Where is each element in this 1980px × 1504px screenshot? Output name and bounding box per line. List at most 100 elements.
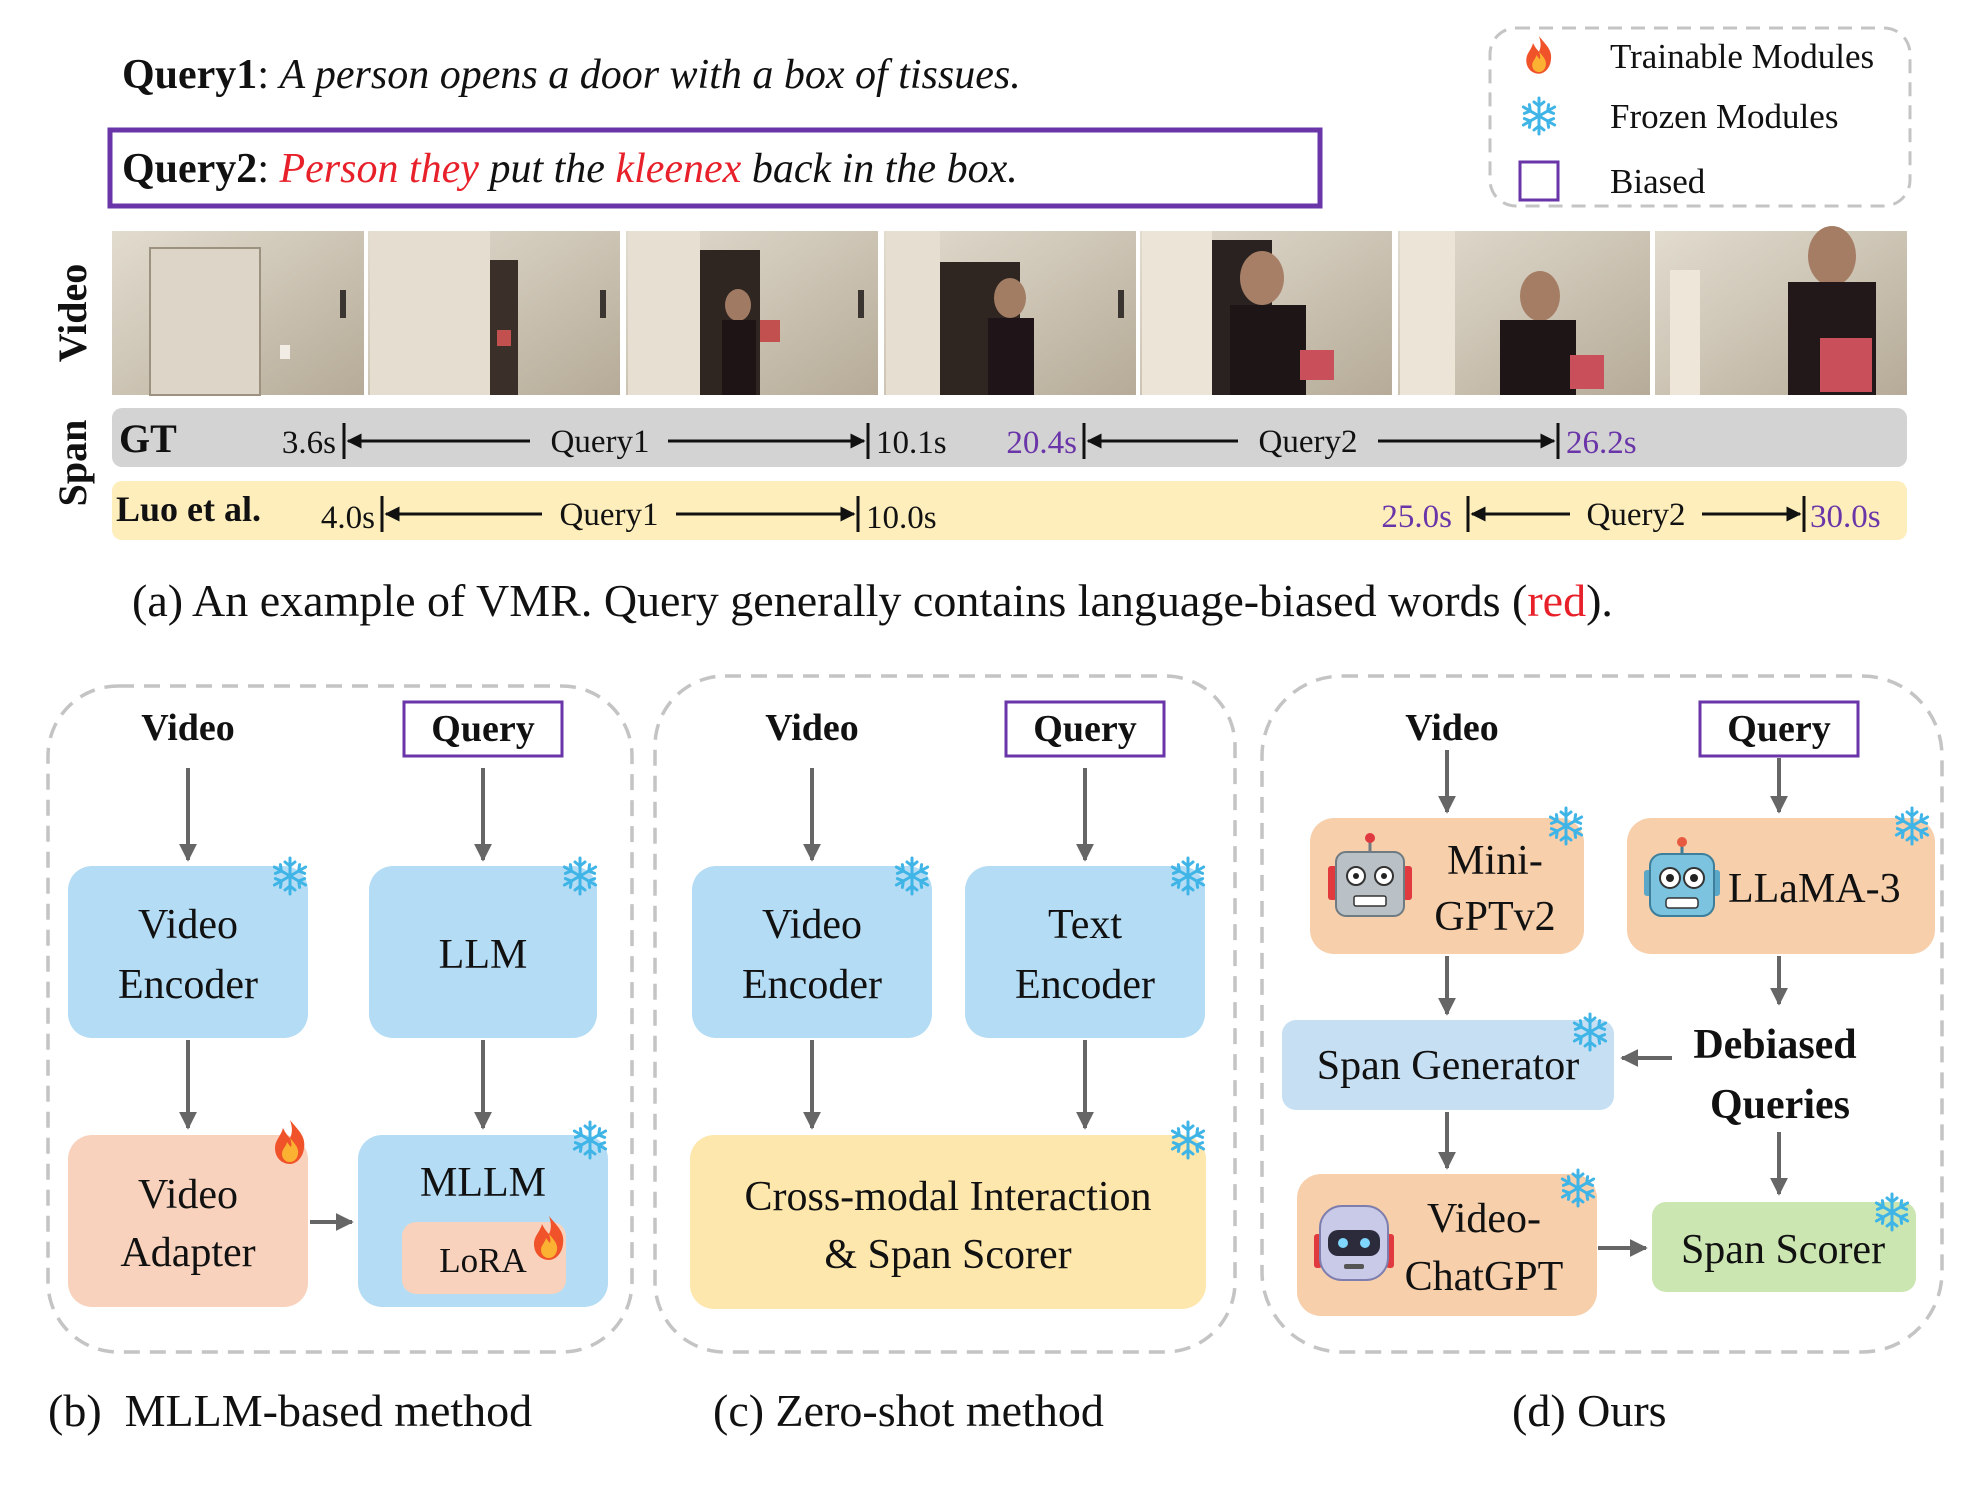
gt-label: GT <box>119 416 177 461</box>
panel-c: Video Query Video Encoder Text Encoder C… <box>653 674 1237 1436</box>
caption-a-highlight: red <box>1527 575 1586 626</box>
video-frame <box>1655 226 1907 395</box>
video-frame <box>368 231 620 395</box>
luo-q2-end: 30.0s <box>1810 499 1881 535</box>
gt-q1-start: 3.6s <box>282 425 336 461</box>
panel-d-minigpt-line1: Mini- <box>1447 838 1543 884</box>
gt-q2-start: 20.4s <box>1006 425 1077 461</box>
panel-c-video-encoder-line2: Encoder <box>742 962 882 1008</box>
panel-b-video-adapter <box>68 1135 308 1307</box>
panel-b-query-box <box>402 700 564 758</box>
panel-d-video-label: Video <box>1405 707 1499 749</box>
query2-biased-box <box>107 127 1323 209</box>
panel-d-caption: (d) Ours <box>1512 1385 1667 1436</box>
gt-q1-end: 10.1s <box>876 425 947 461</box>
panel-b-video-label: Video <box>141 707 235 749</box>
query1-separator: : <box>257 52 279 98</box>
luo-q2-start: 25.0s <box>1381 499 1452 535</box>
luo-q1-start: 4.0s <box>321 500 375 536</box>
panel-d-videochatgpt-line1: Video- <box>1427 1196 1541 1242</box>
panel-b-lora <box>402 1222 566 1294</box>
panel-d-query-box <box>1698 700 1860 758</box>
query2-text-part: back in the box. <box>741 146 1017 192</box>
panel-c-cross-modal-line2: & Span Scorer <box>824 1232 1071 1278</box>
panel-b-frame <box>46 684 634 1354</box>
panel-b-query-label: Query <box>431 708 534 750</box>
panel-d-span-scorer-label: Span Scorer <box>1681 1227 1885 1273</box>
gt-q2-end: 26.2s <box>1566 425 1637 461</box>
caption-a-prefix: (a) An example of VMR. Query generally c… <box>132 575 1527 626</box>
gt-span-bar <box>112 408 1907 467</box>
query2-separator: : <box>257 146 279 192</box>
panel-d-query-label: Query <box>1727 708 1830 750</box>
panel-b-video-encoder <box>68 866 308 1038</box>
video-frame <box>884 231 1136 395</box>
panel-d-debiased-line1: Debiased <box>1693 1022 1856 1068</box>
luo-span-bar <box>112 481 1907 540</box>
luo-span-row: Luo et al. 4.0s Query1 10.0s 25.0s Query… <box>112 481 1907 540</box>
legend-trainable-label: Trainable Modules <box>1610 37 1874 76</box>
panel-c-text-encoder-line2: Encoder <box>1015 962 1155 1008</box>
gt-q1-name: Query1 <box>551 424 650 460</box>
query1-line: Query1: A person opens a door with a box… <box>122 52 1021 98</box>
panel-d: Video Query Mini- GPTv2 <box>1260 674 1944 1436</box>
panel-c-video-encoder-line1: Video <box>762 902 862 948</box>
video-frame <box>112 231 364 396</box>
query2-line: Query2: Person they put the kleenex back… <box>122 146 1018 192</box>
panel-b: Video Query Video Encoder LLM Video Adap… <box>46 684 634 1436</box>
panel-b-caption: (b) MLLM-based method <box>48 1385 532 1436</box>
luo-q2-name: Query2 <box>1587 497 1686 533</box>
panel-c-cross-modal-scorer <box>690 1135 1206 1309</box>
fire-icon <box>275 1120 305 1164</box>
panel-c-video-label: Video <box>765 707 859 749</box>
panel-d-span-scorer <box>1652 1202 1916 1292</box>
query1-text: A person opens a door with a box of tiss… <box>276 52 1020 98</box>
panel-c-text-encoder <box>965 866 1205 1038</box>
gt-span-row: GT 3.6s Query1 10.1s 20.4s Query2 26.2s <box>112 408 1907 467</box>
panel-b-video-adapter-line1: Video <box>138 1172 238 1218</box>
panel-b-llm-label: LLM <box>439 932 528 978</box>
legend-frame <box>1488 26 1912 208</box>
query1-label: Query1 <box>122 52 257 98</box>
panel-c-cross-modal-line1: Cross-modal Interaction <box>744 1174 1151 1220</box>
robot-icon <box>1328 833 1412 917</box>
panel-d-span-generator-label: Span Generator <box>1317 1043 1579 1089</box>
query2-label: Query2 <box>122 146 257 192</box>
video-frames <box>112 226 1907 396</box>
panel-b-lora-label: LoRA <box>439 1241 527 1280</box>
query2-text-part: put the <box>479 146 615 192</box>
caption-a: (a) An example of VMR. Query generally c… <box>132 575 1613 626</box>
fire-icon <box>1526 36 1552 74</box>
panel-b-mllm-label: MLLM <box>420 1160 546 1206</box>
panel-c-caption: (c) Zero-shot method <box>713 1385 1104 1436</box>
query2-biased-word: kleenex <box>615 146 741 192</box>
robot-face-icon <box>1644 837 1720 917</box>
panel-d-llama-label: LLaMA-3 <box>1728 866 1901 912</box>
panel-d-span-generator <box>1282 1020 1614 1110</box>
caption-a-suffix: ). <box>1586 575 1613 626</box>
panel-b-video-encoder-line1: Video <box>138 902 238 948</box>
luo-q1-name: Query1 <box>560 497 659 533</box>
luo-label: Luo et al. <box>116 489 261 529</box>
robot-helmet-icon <box>1314 1205 1394 1281</box>
panel-b-llm <box>369 866 597 1038</box>
panel-b-video-adapter-line2: Adapter <box>120 1230 255 1276</box>
legend: Trainable Modules Frozen Modules Biased <box>1488 26 1912 208</box>
panel-b-video-encoder-line2: Encoder <box>118 962 258 1008</box>
gt-q2-name: Query2 <box>1259 424 1358 460</box>
panel-c-video-encoder <box>692 866 932 1038</box>
span-row-label: Span <box>50 420 95 507</box>
legend-frozen-label: Frozen Modules <box>1610 97 1838 136</box>
video-frame <box>626 231 878 395</box>
video-frame <box>1140 231 1392 395</box>
panel-c-query-box <box>1004 700 1166 758</box>
panel-c-query-label: Query <box>1033 708 1136 750</box>
snowflake-icon <box>1521 96 1557 136</box>
panel-d-debiased-line2: Queries <box>1710 1082 1850 1128</box>
video-frame <box>1398 231 1650 395</box>
panel-d-videochatgpt-line2: ChatGPT <box>1405 1254 1564 1300</box>
video-row-label: Video <box>50 264 95 363</box>
panel-c-frame <box>653 674 1237 1354</box>
